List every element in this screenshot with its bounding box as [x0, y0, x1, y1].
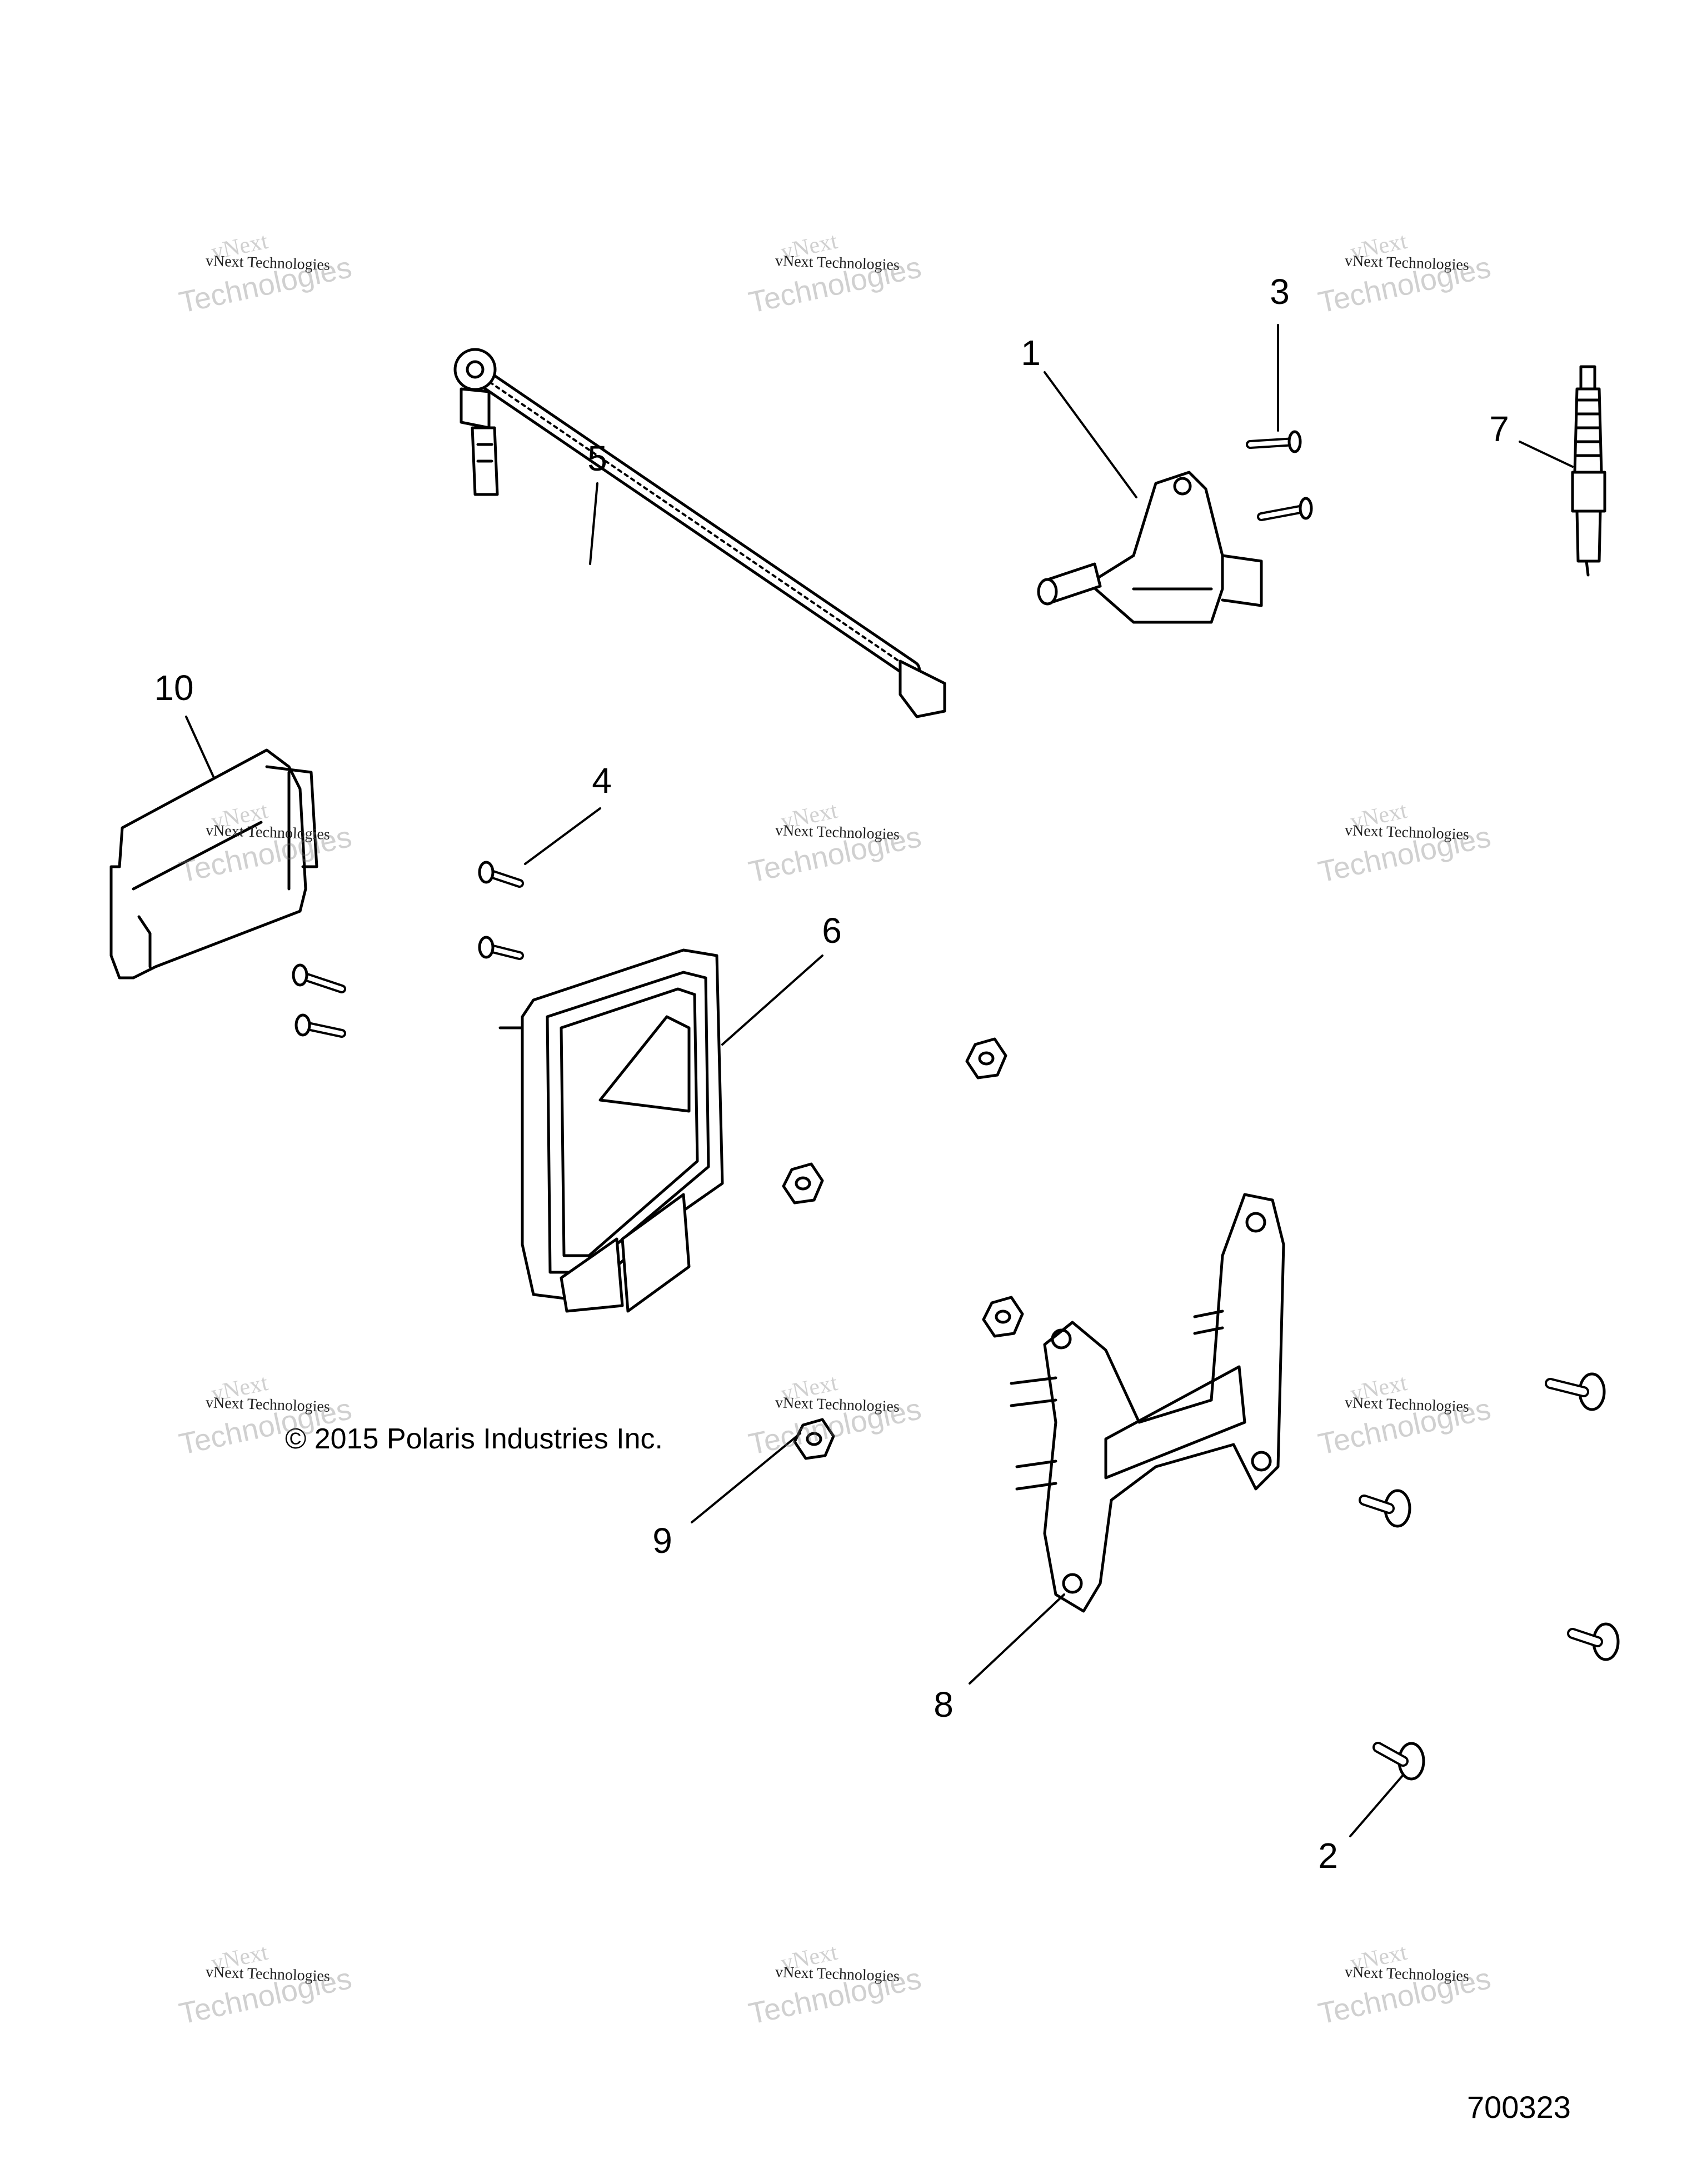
watermark: vNext vNext Technologies Technologies: [1315, 1939, 1528, 2031]
part-5-plug-wire: [453, 348, 946, 718]
watermark: vNext vNext Technologies Technologies: [746, 1939, 959, 2031]
callout-6: 6: [822, 911, 842, 951]
leader-lines: [185, 324, 1574, 1837]
watermark: vNext vNext Technologies Technologies: [176, 1939, 389, 2031]
callout-8: 8: [934, 1685, 954, 1725]
part-1-ignition-coil: [1037, 471, 1263, 624]
callout-10: 10: [154, 668, 194, 708]
watermark: vNext vNext Technologies Technologies: [1315, 797, 1528, 889]
watermark: vNext vNext Technologies Technologies: [746, 797, 959, 889]
callout-4: 4: [592, 761, 612, 801]
watermark: vNext vNext Technologies Technologies: [176, 1370, 389, 1461]
part-3-bolts: [1246, 430, 1313, 521]
watermark: vNext vNext Technologies Technologies: [746, 228, 959, 319]
callout-5: 5: [587, 438, 607, 478]
callout-3: 3: [1270, 272, 1290, 312]
part-4-bolts: [292, 861, 524, 1038]
watermark: vNext vNext Technologies Technologies: [746, 1370, 959, 1461]
callout-9: 9: [652, 1521, 672, 1561]
part-8-mounting-plate: [1010, 1193, 1285, 1613]
copyright-text: © 2015 Polaris Industries Inc.: [285, 1423, 663, 1455]
callout-2: 2: [1318, 1836, 1338, 1876]
part-10-bracket: [109, 748, 318, 979]
callout-7: 7: [1489, 409, 1509, 449]
diagram-id: 700323: [1467, 2090, 1571, 2125]
part-9-nuts: [782, 1037, 1024, 1460]
watermark: vNext vNext Technologies Technologies: [176, 797, 389, 889]
callout-1: 1: [1021, 333, 1041, 373]
watermark: vNext vNext Technologies Technologies: [176, 228, 389, 319]
watermark: vNext vNext Technologies Technologies: [1315, 228, 1528, 319]
part-7-spark-plug: [1571, 365, 1606, 577]
part-2-screws: [1359, 1372, 1620, 1781]
watermark: vNext vNext Technologies Technologies: [1315, 1370, 1528, 1461]
part-6-ecu: [498, 948, 724, 1313]
